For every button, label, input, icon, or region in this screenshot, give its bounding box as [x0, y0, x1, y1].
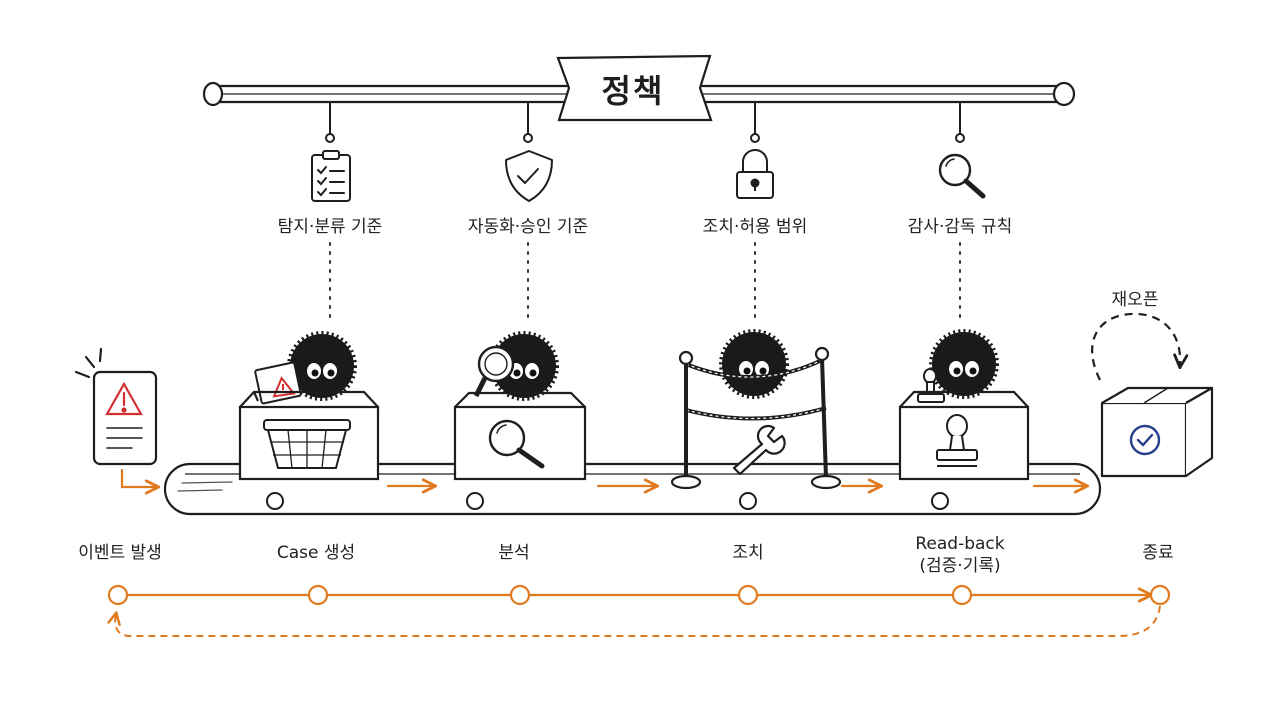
- reopen-label: 재오픈: [1111, 290, 1159, 310]
- belt-speed-lines: [177, 481, 233, 492]
- timeline-node-closed: [1149, 584, 1171, 606]
- stamp-icon: [936, 414, 978, 467]
- case-box: [238, 390, 380, 481]
- timeline-node-analysis: [509, 584, 531, 606]
- timeline-node-case: [307, 584, 329, 606]
- stage-label-readback: Read-back (검증·기록): [915, 533, 1004, 577]
- policy-label-detection: 탐지·분류 기준: [277, 217, 383, 237]
- belt-rollers: [266, 492, 949, 510]
- policy-label-action-scope: 조치·허용 범위: [702, 217, 808, 237]
- policy-label-audit: 감사·감독 규칙: [907, 217, 1013, 237]
- policy-label-automation: 자동화·승인 기준: [467, 217, 589, 237]
- stage-label-readback-main: Read-back: [915, 534, 1005, 554]
- policy-title: 정책: [601, 72, 665, 110]
- sprite-stamp: [917, 368, 945, 403]
- belt-flow-arrows: [120, 468, 1086, 487]
- stage-label-closed: 종료: [1142, 543, 1174, 563]
- policy-banner: [556, 54, 713, 122]
- stage-label-readback-sub: (검증·기록): [919, 556, 1001, 576]
- timeline-node-event: [107, 584, 129, 606]
- stage-label-event: 이벤트 발생: [78, 543, 162, 563]
- policy-hooks: [325, 102, 965, 143]
- stage-label-action: 조치: [732, 543, 764, 563]
- action-soot-sprite: [719, 329, 789, 399]
- policy-dotted-lines: [329, 242, 961, 319]
- timeline: [107, 584, 1171, 637]
- magnifier-icon: [488, 419, 545, 469]
- timeline-node-readback: [951, 584, 973, 606]
- stage-label-case: Case 생성: [276, 543, 356, 563]
- reopen-curved-arrow: [1091, 312, 1180, 381]
- basket-icon: [263, 419, 351, 469]
- shield-check-icon: [505, 150, 553, 202]
- readback-soot-sprite: [929, 329, 999, 399]
- policy-magnifier-icon: [938, 153, 986, 199]
- stage-label-analysis: 분석: [498, 543, 530, 563]
- check-box-icon: [1129, 424, 1161, 456]
- sprite-magnifier: [473, 345, 515, 398]
- rope-stanchions: [670, 346, 842, 490]
- closed-package: [1100, 386, 1214, 478]
- alert-document-icon: [74, 347, 158, 466]
- case-soot-sprite: [287, 331, 357, 401]
- case-alert-card: [254, 361, 302, 405]
- wrench-icon: [732, 424, 786, 476]
- analysis-box: [453, 391, 587, 481]
- clipboard-checklist-icon: [311, 150, 351, 202]
- timeline-node-action: [737, 584, 759, 606]
- padlock-icon: [736, 149, 774, 199]
